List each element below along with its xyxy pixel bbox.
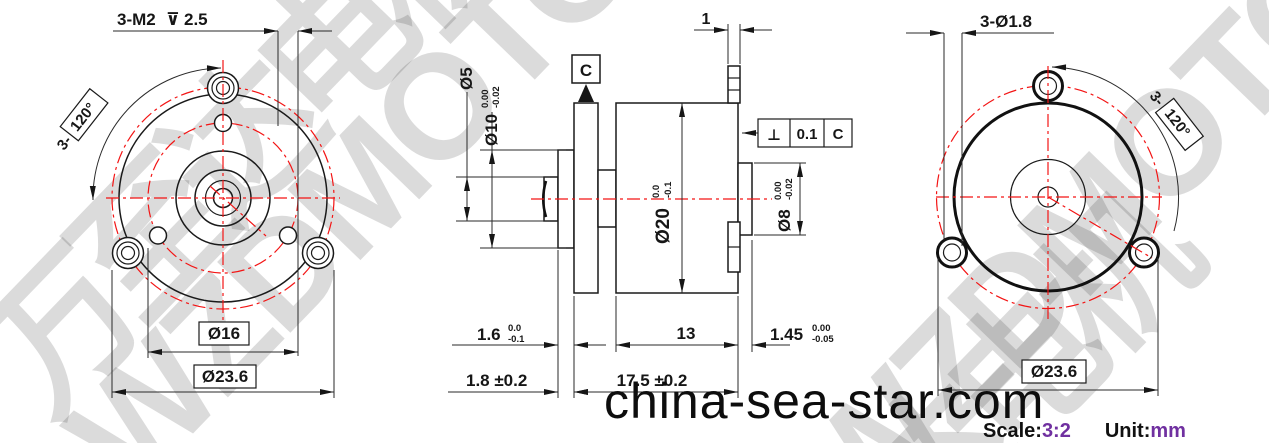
- depth-symbol: ⊽: [166, 10, 180, 29]
- boss-dia-text: Ø10: [482, 114, 501, 146]
- rear-boss-length-text: 1.45: [770, 325, 803, 344]
- front-outer-dia-dim: Ø23.6: [111, 270, 335, 398]
- terminal-width-text: 1: [702, 11, 711, 28]
- fcf-tolerance: 0.1: [797, 126, 818, 143]
- shaft-protrusion-dim: 1.8 ±0.2: [448, 371, 606, 395]
- bolt-circle-text: Ø16: [208, 324, 240, 343]
- front-outer-dia-text: Ø23.6: [202, 367, 248, 386]
- rear-boss-dia-text: Ø8: [775, 209, 794, 232]
- rear-centerlines: [936, 66, 1162, 322]
- plate-thickness-tol-up: 0.0: [508, 323, 521, 334]
- feature-control-frame: ⊥ 0.1 C: [742, 118, 853, 148]
- rear-boss-length-dim: 1.45 0.00 -0.05: [751, 240, 834, 352]
- rear-boss-tol-up: 0.00: [773, 182, 784, 201]
- unit-value: mm: [1150, 420, 1186, 442]
- plate-thickness-tol-dn: -0.1: [508, 334, 525, 345]
- rear-boss-dia-dim: Ø8 0.00 -0.02: [754, 162, 806, 236]
- body-dia-text: Ø20: [653, 208, 674, 244]
- footer-info: Scale:3:2 Unit:mm: [983, 420, 1186, 443]
- rear-angle-dim: 3- 120°: [1051, 64, 1205, 232]
- front-bolt-circle-dim: Ø16: [147, 248, 298, 358]
- rear-holes-callout: 3-Ø1.8: [906, 12, 1054, 246]
- side-view: C Ø5 Ø10 0.00: [448, 11, 853, 398]
- body-dia-tol-up: 0.0: [651, 185, 662, 198]
- terminal-width-dim: 1: [694, 11, 772, 64]
- scale-label: Scale:: [983, 420, 1042, 442]
- body-dia-tol-dn: -0.1: [663, 181, 674, 198]
- depth-value-text: 2.5: [184, 10, 208, 29]
- holes-callout-text: 3-Ø1.8: [980, 12, 1032, 31]
- front-thread-callout: 3-M2 ⊽ 2.5: [113, 10, 332, 356]
- front-view: 3-M2 ⊽ 2.5 3- 120° Ø16: [54, 10, 340, 398]
- rear-view: 3-Ø1.8 3- 120° Ø23.6: [906, 12, 1205, 396]
- overall-length-dim: 17.5 ±0.2: [574, 371, 738, 395]
- fcf-datum: C: [833, 126, 844, 143]
- site-watermark-text: china-sea-star.com: [604, 373, 1045, 429]
- shaft-dia-text: Ø5: [457, 67, 476, 90]
- body-length-dim: 13: [615, 296, 739, 398]
- side-outline: [541, 65, 753, 294]
- rear-boss-len-tol-up: 0.00: [812, 323, 831, 334]
- datum-flag: C: [571, 54, 601, 102]
- shaft-dia-dim: Ø5: [456, 67, 550, 222]
- unit-label: Unit:: [1104, 420, 1151, 442]
- rear-boss-len-tol-dn: -0.05: [812, 334, 834, 345]
- boss-dia-tol-dn: -0.02: [491, 86, 502, 108]
- body-length-text: 13: [677, 324, 696, 343]
- rear-tabs: [936, 70, 1160, 269]
- scale-value: 3:2: [1041, 420, 1071, 442]
- overall-length-text: 17.5 ±0.2: [617, 371, 688, 390]
- boss-dia-tol-up: 0.00: [480, 90, 491, 109]
- fcf-symbol: ⊥: [767, 127, 781, 144]
- plate-thickness-dim: 1.6 0.0 -0.1: [452, 250, 606, 398]
- front-angle-dim: 3- 120°: [54, 65, 222, 201]
- terminal-tabs: [727, 65, 741, 273]
- front-centerlines: [106, 60, 340, 336]
- rear-boss-tol-dn: -0.02: [784, 178, 795, 200]
- plate-thickness-text: 1.6: [477, 325, 501, 344]
- thread-callout-text: 3-M2: [117, 10, 156, 29]
- rear-outer-dia-text: Ø23.6: [1031, 362, 1077, 381]
- datum-label: C: [580, 61, 592, 80]
- rear-outer-dia-dim: Ø23.6: [937, 258, 1159, 396]
- body-dia-dim: Ø20 0.0 -0.1: [651, 103, 685, 293]
- shaft-protrusion-text: 1.8 ±0.2: [466, 371, 527, 390]
- boss-dia-dim: Ø10 0.00 -0.02: [480, 86, 566, 249]
